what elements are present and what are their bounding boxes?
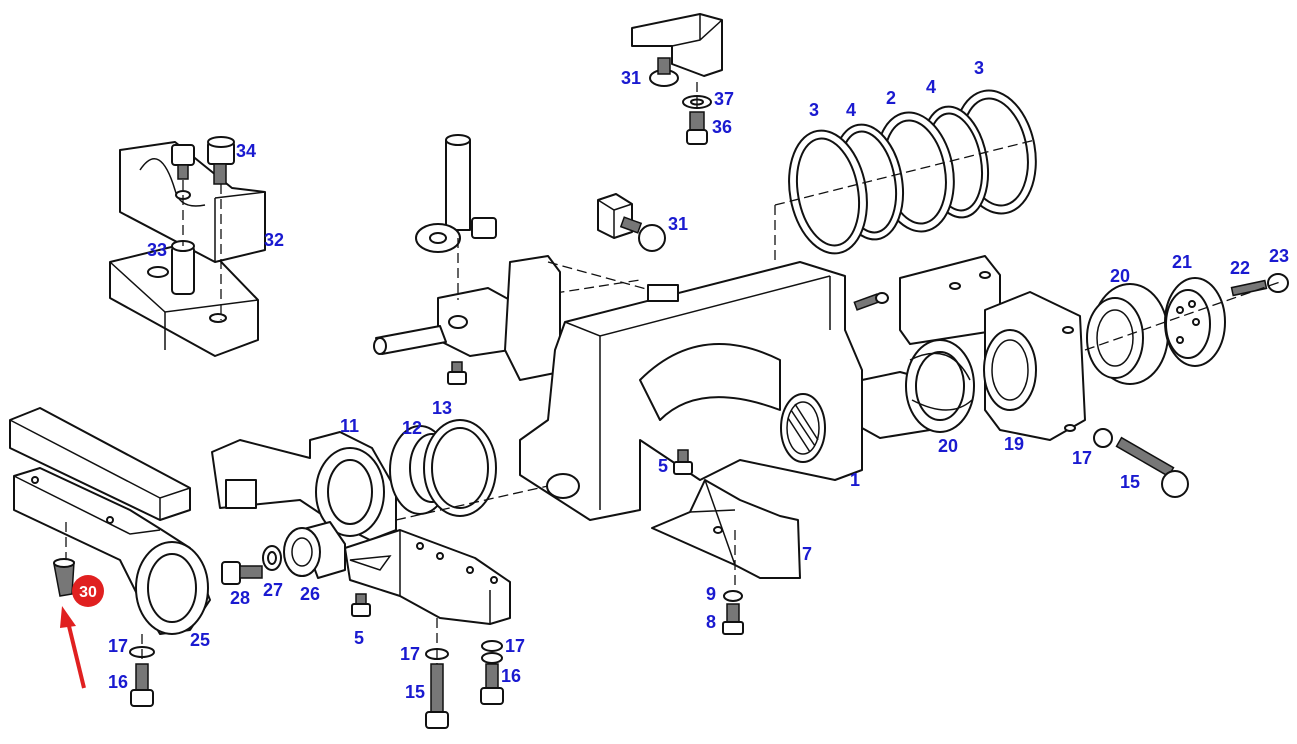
bolt-22-23 — [1084, 273, 1289, 351]
label-25: 25 — [190, 630, 210, 650]
bolt-15-right — [1093, 428, 1189, 498]
label-2: 2 — [886, 88, 896, 108]
label-22: 22 — [1230, 258, 1250, 278]
lower-lever — [344, 529, 511, 625]
label-3-right: 3 — [974, 58, 984, 78]
label-31-clip: 31 — [668, 214, 688, 234]
ring-set-right — [774, 89, 1037, 262]
label-28: 28 — [230, 588, 250, 608]
label-27: 27 — [263, 580, 283, 600]
clip-with-screw-31 — [597, 193, 666, 252]
label-17-lower-left: 17 — [400, 644, 420, 664]
bolt-5-lower — [351, 593, 371, 617]
label-31-top: 31 — [621, 68, 641, 88]
label-5-center: 5 — [658, 456, 668, 476]
highlight-badge-30: 30 — [72, 575, 104, 607]
label-23: 23 — [1269, 246, 1289, 266]
label-34: 34 — [236, 141, 256, 161]
screw-34 — [171, 136, 235, 320]
label-17-lower-right: 17 — [505, 636, 525, 656]
bolt-28 — [221, 561, 263, 585]
label-33: 33 — [147, 240, 167, 260]
label-37: 37 — [714, 89, 734, 109]
part-labels: 1 2 3 3 4 4 5 5 7 8 9 11 12 13 15 15 16 … — [108, 58, 1289, 702]
hub-20-right — [1086, 283, 1169, 385]
bushing-26 — [283, 521, 346, 579]
label-11: 11 — [340, 416, 359, 436]
label-4-right: 4 — [926, 77, 936, 97]
lever-25 — [13, 467, 211, 635]
screw-31-top — [649, 57, 679, 87]
ring-13 — [395, 419, 549, 521]
label-17-left: 17 — [108, 636, 128, 656]
hub-20-left — [861, 339, 975, 439]
label-26: 26 — [300, 584, 320, 604]
long-bar-top-left — [9, 407, 191, 521]
bracket-left-mount — [504, 255, 651, 381]
label-20-right: 20 — [1110, 266, 1130, 286]
label-3-left: 3 — [809, 100, 819, 120]
pin-33 — [171, 240, 195, 295]
flange-21 — [1164, 277, 1226, 367]
bolt-16-lower — [480, 640, 504, 705]
highlight-badge-label: 30 — [79, 584, 97, 601]
bolt-15-lower — [425, 618, 449, 729]
lever-11 — [211, 431, 397, 541]
bolt-8-9 — [722, 590, 744, 635]
label-8: 8 — [706, 612, 716, 632]
label-12: 12 — [402, 418, 422, 438]
part-clamp-top — [631, 13, 723, 77]
rubber-stop-30 — [53, 558, 75, 597]
bolt-16-left — [129, 634, 155, 707]
bolt-small-right — [853, 292, 889, 311]
label-32: 32 — [264, 230, 284, 250]
label-17-right: 17 — [1072, 448, 1092, 468]
label-7: 7 — [802, 544, 812, 564]
main-body-1 — [519, 261, 863, 521]
label-20-left: 20 — [938, 436, 958, 456]
label-5-lower: 5 — [354, 628, 364, 648]
washer-27 — [262, 545, 282, 571]
label-15-lower: 15 — [405, 682, 425, 702]
label-15-right: 15 — [1120, 472, 1140, 492]
label-21: 21 — [1172, 252, 1192, 272]
support-bracket-7 — [651, 479, 801, 590]
bolt-36 — [686, 111, 708, 145]
label-19: 19 — [1004, 434, 1024, 454]
label-9: 9 — [706, 584, 716, 604]
label-36: 36 — [712, 117, 732, 137]
label-4-left: 4 — [846, 100, 856, 120]
bearing-housing-19 — [983, 291, 1086, 441]
bolt-5-center — [673, 449, 693, 475]
highlight-arrow — [60, 606, 86, 689]
label-16-lower: 16 — [501, 666, 521, 686]
label-1: 1 — [850, 470, 860, 490]
label-13: 13 — [432, 398, 452, 418]
label-16-left: 16 — [108, 672, 128, 692]
